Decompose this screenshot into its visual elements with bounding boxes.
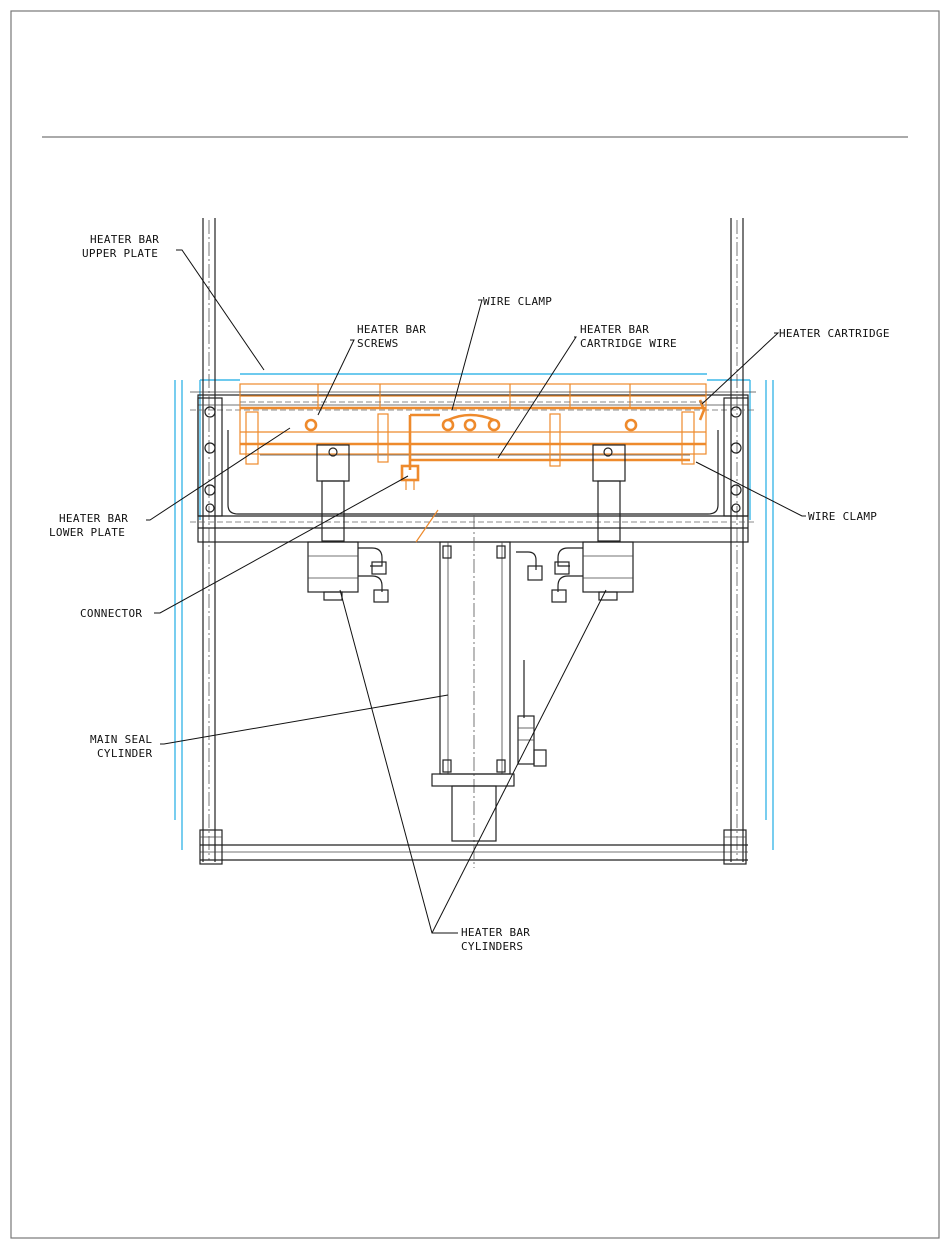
callout-line: HEATER BAR	[461, 926, 530, 939]
callout-line: HEATER BAR	[59, 512, 128, 525]
callout-line: MAIN SEAL	[90, 733, 152, 746]
callout-line: CYLINDERS	[461, 940, 523, 953]
callout-heater-bar-lower-plate: HEATER BAR LOWER PLATE	[49, 512, 128, 539]
callout-wire-clamp-top: WIRE CLAMP	[483, 295, 552, 308]
heater-bar-cylinder-right	[552, 445, 633, 602]
main-seal-cylinder	[432, 515, 546, 868]
callout-line: CONNECTOR	[80, 607, 142, 620]
page-border	[11, 11, 939, 1238]
callout-line: HEATER BAR	[580, 323, 649, 336]
callout-wire-clamp-right: WIRE CLAMP	[808, 510, 877, 523]
callout-line: HEATER BAR	[90, 233, 159, 246]
callout-line: CARTRIDGE WIRE	[580, 337, 677, 350]
callout-line: WIRE CLAMP	[483, 295, 552, 308]
guide-rods	[203, 218, 743, 862]
callout-line: HEATER BAR	[357, 323, 426, 336]
callout-line: LOWER PLATE	[49, 526, 125, 539]
top-rails	[190, 392, 756, 402]
callout-line: CYLINDER	[97, 747, 152, 760]
leader-lines	[146, 250, 806, 933]
callout-main-seal-cylinder: MAIN SEAL CYLINDER	[90, 733, 152, 760]
callout-heater-bar-screws: HEATER BAR SCREWS	[357, 323, 426, 350]
callout-cartridge-wire: HEATER BAR CARTRIDGE WIRE	[580, 323, 677, 350]
callout-line: UPPER PLATE	[82, 247, 158, 260]
callout-line: HEATER CARTRIDGE	[779, 327, 890, 340]
heater-bar-highlight	[240, 384, 706, 542]
callout-heater-bar-cylinders: HEATER BAR CYLINDERS	[461, 926, 530, 953]
heater-bar-housing	[190, 395, 756, 542]
heater-bar-cylinder-left	[308, 445, 388, 602]
callout-line: SCREWS	[357, 337, 399, 350]
callout-connector: CONNECTOR	[80, 607, 142, 620]
callout-heater-cartridge: HEATER CARTRIDGE	[779, 327, 890, 340]
callout-heater-bar-upper-plate: HEATER BAR UPPER PLATE	[82, 233, 159, 260]
callout-line: WIRE CLAMP	[808, 510, 877, 523]
